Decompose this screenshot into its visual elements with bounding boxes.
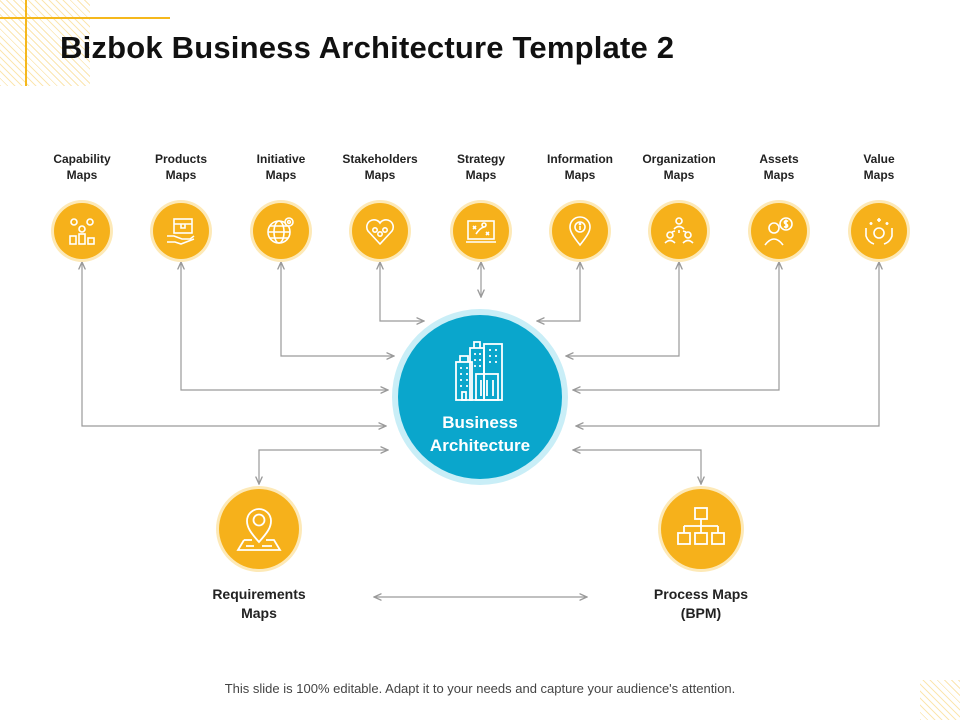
arrow-products xyxy=(181,262,388,390)
arrow-value xyxy=(576,262,879,426)
buildings-icon xyxy=(455,341,503,401)
person-dollar-icon xyxy=(764,217,793,246)
capability-icon xyxy=(69,218,95,245)
value-maps-node[interactable] xyxy=(851,203,907,259)
bottom-right-hatch xyxy=(920,680,960,720)
initiative-maps-node[interactable] xyxy=(253,203,309,259)
box-hand-icon xyxy=(167,218,195,245)
stakeholders-heart-icon xyxy=(365,219,395,246)
globe-pin-icon xyxy=(267,217,294,244)
arrow-assets xyxy=(573,262,779,390)
corner-horizontal-line xyxy=(0,17,170,19)
capability-maps-node[interactable] xyxy=(54,203,110,259)
stakeholders-maps-node[interactable] xyxy=(352,203,408,259)
footer-note: This slide is 100% editable. Adapt it to… xyxy=(224,681,736,696)
org-chart-icon xyxy=(664,217,694,244)
requirements-maps-node[interactable] xyxy=(219,489,299,569)
arrow-stakeholders xyxy=(380,262,424,321)
arrow-organization xyxy=(566,262,679,356)
arrow-requirements xyxy=(259,450,388,484)
location-map-icon xyxy=(236,508,282,551)
strategy-maps-node[interactable] xyxy=(453,203,509,259)
organization-maps-node[interactable] xyxy=(651,203,707,259)
assets-maps-node[interactable] xyxy=(751,203,807,259)
process-maps-node[interactable] xyxy=(661,489,741,569)
hands-sparkle-icon xyxy=(865,218,893,245)
arrow-capability xyxy=(82,262,386,426)
slide-title: Bizbok Business Architecture Template 2 xyxy=(60,30,675,65)
strategy-board-icon xyxy=(466,220,496,243)
information-maps-node[interactable] xyxy=(552,203,608,259)
corner-hatch xyxy=(0,0,90,86)
corner-vertical-line xyxy=(25,0,27,86)
arrow-initiative xyxy=(281,262,394,356)
products-maps-node[interactable] xyxy=(153,203,209,259)
corner-decoration xyxy=(0,0,170,90)
info-pin-icon xyxy=(569,216,591,247)
arrow-process xyxy=(573,450,701,484)
arrow-information xyxy=(537,262,580,321)
label-process-maps: Process Maps(BPM) xyxy=(653,586,749,621)
process-flow-icon xyxy=(677,507,725,545)
